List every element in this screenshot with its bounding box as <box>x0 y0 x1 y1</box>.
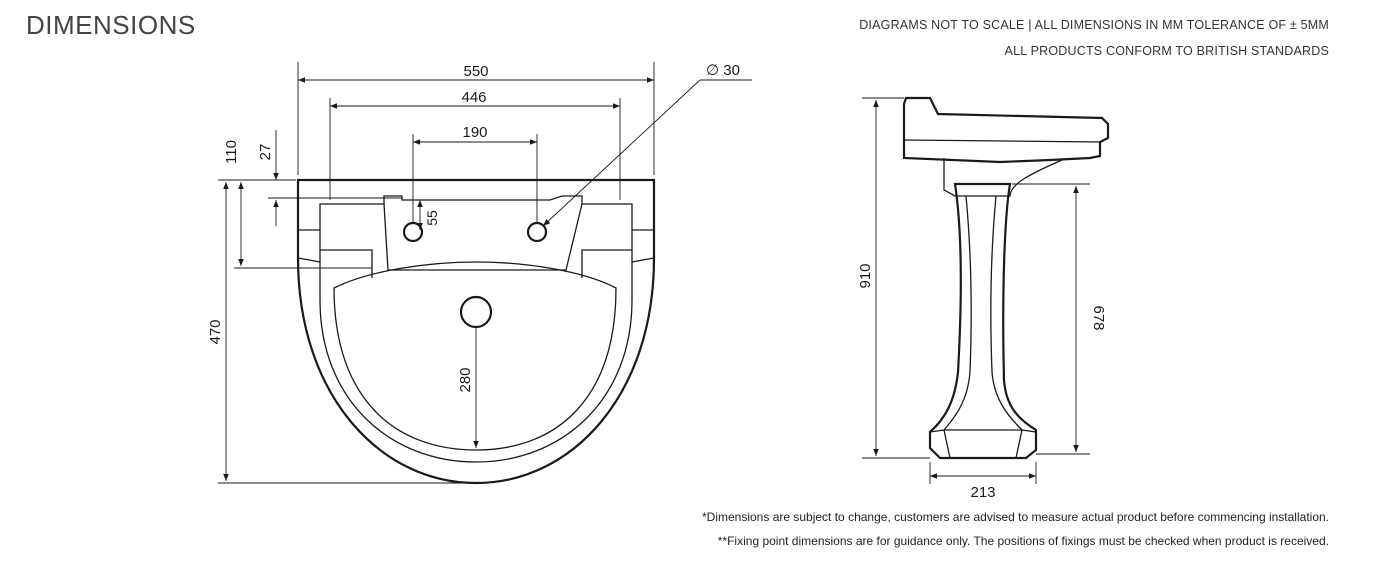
dim-pedestal-height: 678 <box>1090 305 1107 330</box>
dim-overall-depth: 470 <box>207 319 224 344</box>
bowl-outline <box>333 261 617 451</box>
basin-plan-view <box>296 178 656 485</box>
dim-back-height: 110 <box>223 140 240 164</box>
dim-tap-spacing: 190 <box>462 124 487 141</box>
footnote-fixings: **Fixing point dimensions are for guidan… <box>717 534 1329 548</box>
scale-note: DIAGRAMS NOT TO SCALE | ALL DIMENSIONS I… <box>859 18 1329 32</box>
page-title: DIMENSIONS <box>26 10 196 40</box>
waste-hole <box>459 295 493 329</box>
footnote-dimensions: *Dimensions are subject to change, custo… <box>702 510 1329 524</box>
tap-hole-right <box>526 221 548 243</box>
basin-inner-rim <box>319 262 633 463</box>
pedestal-column <box>928 182 1038 460</box>
pedestal-side-view <box>902 96 1110 460</box>
dim-overall-width: 550 <box>463 63 488 80</box>
dim-pedestal-base-width: 213 <box>970 484 995 501</box>
dim-tap-offset: 55 <box>424 210 440 226</box>
side-dimensions: 910 678 213 <box>857 97 1107 501</box>
tap-hole-left <box>402 221 424 243</box>
basin-side-profile <box>902 96 1110 164</box>
dim-hole-diameter: ∅ 30 <box>706 62 740 79</box>
dim-inner-width: 446 <box>461 89 486 106</box>
basin-outer-outline <box>296 178 656 485</box>
dim-waste-to-front: 280 <box>457 367 474 392</box>
dim-back-offset: 27 <box>257 144 274 161</box>
tap-deck <box>319 195 633 262</box>
dim-total-height: 910 <box>857 263 874 288</box>
standards-note: ALL PRODUCTS CONFORM TO BRITISH STANDARD… <box>1004 44 1329 58</box>
plan-dimensions: 550 446 190 ∅ 30 470 110 27 55 280 <box>207 62 752 484</box>
